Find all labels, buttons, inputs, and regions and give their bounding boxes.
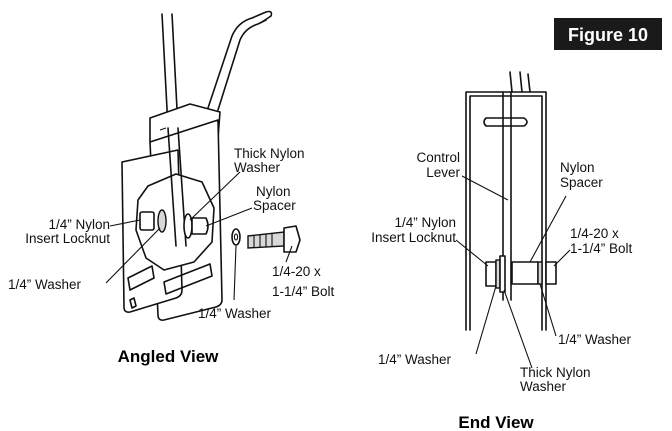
leader-locknut [109,219,141,227]
angled-nylon-spacer [191,217,209,235]
angled-lever-handle [207,10,273,109]
label-bolt-line1: 1/4-20 x [272,264,321,279]
label-control-lever-line1: Control [416,150,460,165]
angled-view: Thick Nylon Washer Nylon Spacer 1/4” Nyl… [8,10,335,366]
leader-bolt [285,245,293,263]
angled-locknut [139,211,155,231]
end-bracket-inner [469,95,543,331]
label-end-thick-washer-line2: Washer [520,379,567,394]
angled-slot-small [129,297,137,309]
label-locknut-line1: 1/4” Nylon [48,217,110,232]
label-end-locknut-line1: 1/4” Nylon [394,215,456,230]
angled-bolt-threads [253,234,273,248]
label-nylon-spacer-line1: Nylon [256,184,291,199]
leader-control-lever [461,175,509,201]
angled-lever-rod-left [161,13,169,129]
end-bolt-head [545,261,557,285]
angled-inner-washer [157,209,167,233]
end-lever-top [509,71,531,93]
label-nylon-spacer-line2: Spacer [253,198,296,213]
leader-end-thick-washer [503,289,533,369]
end-washer-right [537,261,543,285]
leader-end-washer-right [539,283,557,337]
end-pivot-pin [483,117,528,127]
angled-slot-lower-left [127,265,155,291]
end-thick-nylon-washer [499,255,506,293]
label-end-thick-washer-line1: Thick Nylon [520,365,591,380]
label-end-locknut-line2: Insert Locknut [371,230,456,245]
label-control-lever-line2: Lever [426,165,460,180]
end-nylon-spacer [511,261,539,285]
label-end-washer-left: 1/4” Washer [378,352,452,367]
leader-nylon-spacer [205,207,253,227]
angled-control-lever [161,10,273,129]
figure-badge-background [554,18,662,50]
leader-end-locknut [455,239,489,267]
angled-view-title: Angled View [118,347,220,366]
angled-lever-handle-2 [217,19,267,111]
label-locknut-line2: Insert Locknut [25,231,110,246]
angled-bolt [247,225,301,253]
angled-lever-through [167,127,177,247]
label-end-bolt-line2: 1-1/4” Bolt [570,241,633,256]
angled-loose-washer [231,228,241,246]
label-washer-left: 1/4” Washer [8,277,82,292]
angled-hardware [139,209,209,239]
angled-loose-washer-hole [233,233,239,241]
label-washer-bottom: 1/4” Washer [198,306,272,321]
leader-end-bolt [553,249,571,267]
end-bracket-outline [465,91,547,331]
figure-badge: Figure 10 [554,18,662,50]
leader-thick-washer [189,171,241,221]
leader-washer-left [105,227,161,284]
label-thick-nylon-washer-line1: Thick Nylon [234,146,305,161]
angled-bolt-head [283,225,301,253]
label-end-bolt-line1: 1/4-20 x [570,226,619,241]
label-end-nylon-spacer-line1: Nylon [560,160,595,175]
label-bolt-line2: 1-1/4” Bolt [272,284,335,299]
end-view: Control Lever Nylon Spacer 1/4” Nylon In… [371,71,633,431]
leader-end-nylon-spacer [529,195,567,263]
angled-thick-nylon-washer [183,213,193,239]
leader-washer-bottom [233,245,237,301]
figure-label: Figure 10 [568,25,648,45]
label-thick-nylon-washer-line2: Washer [234,160,281,175]
leader-end-washer-left [475,285,497,355]
end-hardware [485,255,557,293]
angled-slot-lower-right [163,263,213,295]
end-leaders [455,175,571,369]
end-view-title: End View [458,413,534,431]
angled-bracket-slots [127,263,213,309]
label-end-washer-right: 1/4” Washer [558,332,632,347]
label-end-nylon-spacer-line2: Spacer [560,175,603,190]
angled-leaders [105,171,293,301]
